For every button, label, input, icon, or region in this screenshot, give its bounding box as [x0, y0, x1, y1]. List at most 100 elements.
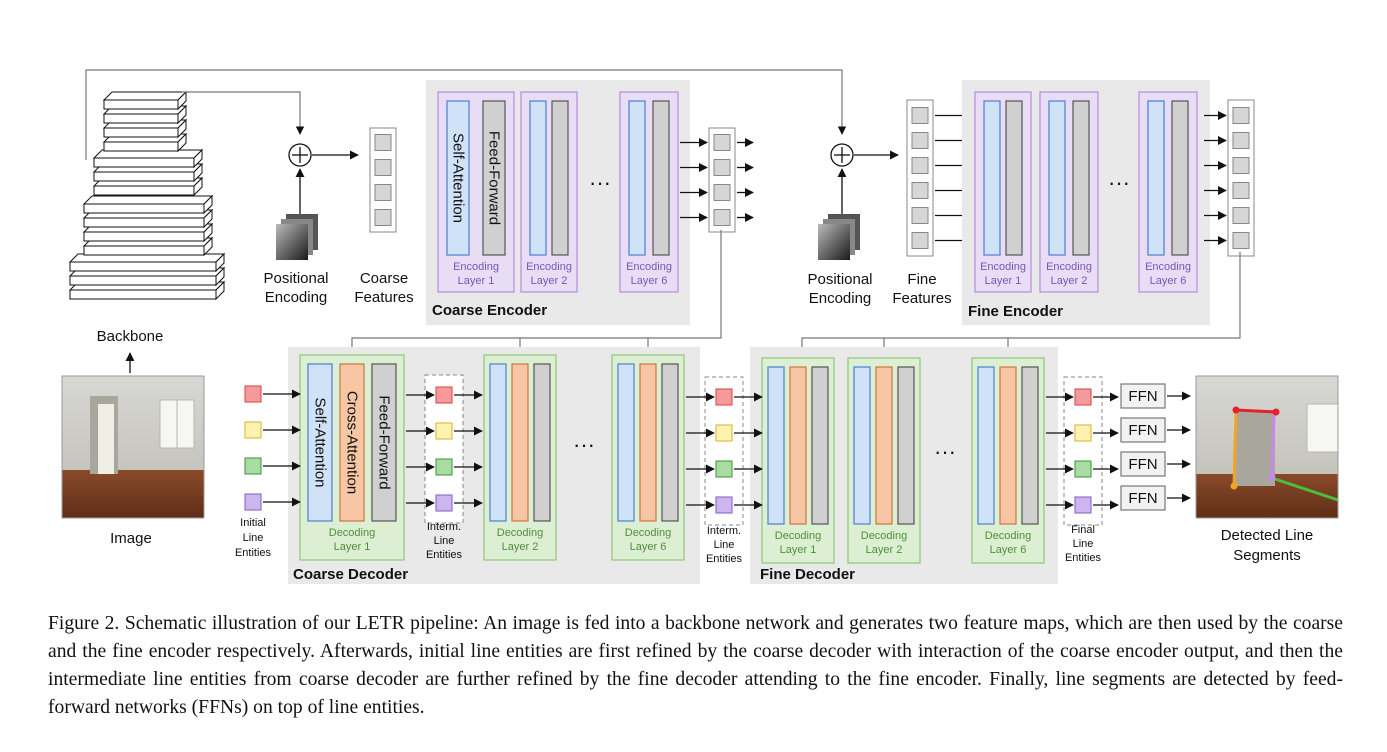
ffn-box-bg: [1120, 383, 1166, 409]
coarse-decoder-layer-2-feed-forward: [533, 363, 551, 522]
coarse-positional-encoding-icon: [276, 214, 318, 260]
fine-positional-encoding-label-1: Positional: [807, 271, 872, 288]
fine-features-label-1: Fine: [907, 271, 936, 288]
figure-caption: Figure 2. Schematic illustration of our …: [48, 613, 1343, 718]
interm-entities-b-entity: [715, 388, 733, 406]
coarse-encoder-layer-1-self-attention: [446, 100, 470, 256]
coarse-decoder-layer-6-cross-attention: [639, 363, 657, 522]
fine-encoder-output-cell: [1232, 107, 1250, 124]
fine-encoder-output-cell: [1232, 157, 1250, 174]
fine-decoder-layer-2-self-attention: [853, 366, 871, 525]
fine-encoder-ellipsis: ···: [1108, 170, 1130, 195]
fine-encoder-layer-1-self-attention: [983, 100, 1001, 256]
coarse-encoder-layer-1-title: Encoding: [453, 261, 499, 273]
initial-entities-label-1: Initial: [240, 517, 266, 529]
fine-decoder-layer-1-cross-attention: [789, 366, 807, 525]
coarse-encoder-layer-6-feed-forward: [652, 100, 670, 256]
coarse-feature-cell: [374, 184, 392, 201]
ffn-box-bg: [1120, 485, 1166, 511]
ffn-box-bg: [1120, 451, 1166, 477]
interm-entities-a-entity: [435, 494, 453, 512]
fine-decoder-layer-1-title: Decoding: [775, 530, 821, 542]
coarse-encoder-layer-2-self-attention: [529, 100, 547, 256]
interm-entities-a-entity: [435, 422, 453, 440]
fine-decoder-layer-1-self-attention: [767, 366, 785, 525]
coarse-encoder-layer-2-subtitle: Layer 2: [531, 275, 568, 287]
fine-feature-cell: [911, 132, 929, 149]
coarse-decoder-layer-6-self-attention: [617, 363, 635, 522]
coarse-encoder-output-cell: [713, 134, 731, 151]
initial-entities-entity: [244, 457, 262, 475]
interm-entities-a-entity: [435, 386, 453, 404]
interm-entities-a: [406, 374, 483, 524]
backbone-slab: [102, 90, 188, 111]
coarse-encoder-layer-2-title: Encoding: [526, 261, 572, 273]
interm-entities-a-label-3: Entities: [426, 549, 463, 561]
input-image: [61, 375, 205, 519]
initial-entities-label-2: Line: [243, 532, 264, 544]
ffn-box: FFN: [1120, 451, 1191, 477]
interm-entities-b-label-1: Interm.: [707, 525, 741, 537]
fine-encoder-layer-1-feed-forward: [1005, 100, 1023, 256]
fine-decoder-layer-6-subtitle: Layer 6: [990, 544, 1027, 556]
detected-line-green: [1271, 476, 1339, 502]
ffn-label: FFN: [1128, 422, 1157, 439]
fine-encoder-output-border: [1227, 99, 1255, 257]
fine-decoder-label: Fine Decoder: [760, 566, 855, 583]
fine-features-column: [906, 99, 973, 257]
coarse-features-label-2: Features: [354, 289, 413, 306]
coarse-feature-cell: [374, 209, 392, 226]
fine-feature-cell: [911, 107, 929, 124]
fine-feature-cell: [911, 232, 929, 249]
fine-encoder-layer-2-feed-forward: [1072, 100, 1090, 256]
interm-entities-a-label-2: Line: [434, 535, 455, 547]
fine-encoder-output-cell: [1232, 132, 1250, 149]
ffn-column: FFN FFN FFN FFN: [1120, 383, 1191, 511]
ffn-label: FFN: [1128, 388, 1157, 405]
fine-decoder-layer-2-feed-forward: [897, 366, 915, 525]
coarse-feature-cell: [374, 134, 392, 151]
coarse-decoder-layer-6-feed-forward: [661, 363, 679, 522]
coarse-decoder-layer-6-subtitle: Layer 6: [630, 541, 667, 553]
coarse-encoder-ellipsis: ···: [589, 170, 611, 195]
fine-encoder-layer-6-subtitle: Layer 6: [1150, 275, 1187, 287]
coarse-encoder-layer-1-feed-forward-label: Feed-Forward: [486, 131, 503, 225]
fine-decoder-layer-2-subtitle: Layer 2: [866, 544, 903, 556]
fine-decoder-layer-1-feed-forward: [811, 366, 829, 525]
fine-feature-cell: [911, 157, 929, 174]
backbone-slab: [68, 252, 226, 273]
backbone-slab: [82, 194, 214, 215]
ffn-box: FFN: [1120, 485, 1191, 511]
coarse-decoder-layer-2-title: Decoding: [497, 527, 543, 539]
initial-entities: [244, 385, 301, 511]
fine-feature: [906, 99, 934, 257]
fine-encoder-layer-2-title: Encoding: [1046, 261, 1092, 273]
coarse-feature-cell: [374, 159, 392, 176]
fine-encoder-layer-1-title: Encoding: [980, 261, 1026, 273]
fine-encoder-output-cell: [1232, 232, 1250, 249]
coarse-encoder-layer-1-feed-forward: [482, 100, 506, 256]
fine-decoder-layer-6-title: Decoding: [985, 530, 1031, 542]
coarse-decoder-layer-2-self-attention: [489, 363, 507, 522]
final-entities-label-1: Final: [1071, 524, 1095, 536]
letr-pipeline-diagram: Backbone Image Positional Encoding: [61, 69, 1339, 584]
final-entities-entity: [1074, 424, 1092, 442]
ffn-label: FFN: [1128, 456, 1157, 473]
interm-entities-b-label-2: Line: [714, 539, 735, 551]
fine-encoder-output-column: [1204, 99, 1255, 257]
coarse-decoder-ellipsis: ···: [573, 432, 595, 457]
coarse-encoder-output: [680, 127, 754, 233]
initial-entities-entity: [244, 385, 262, 403]
final-entities-entity: [1074, 388, 1092, 406]
fine-positional-encoding-label-2: Encoding: [809, 290, 872, 307]
